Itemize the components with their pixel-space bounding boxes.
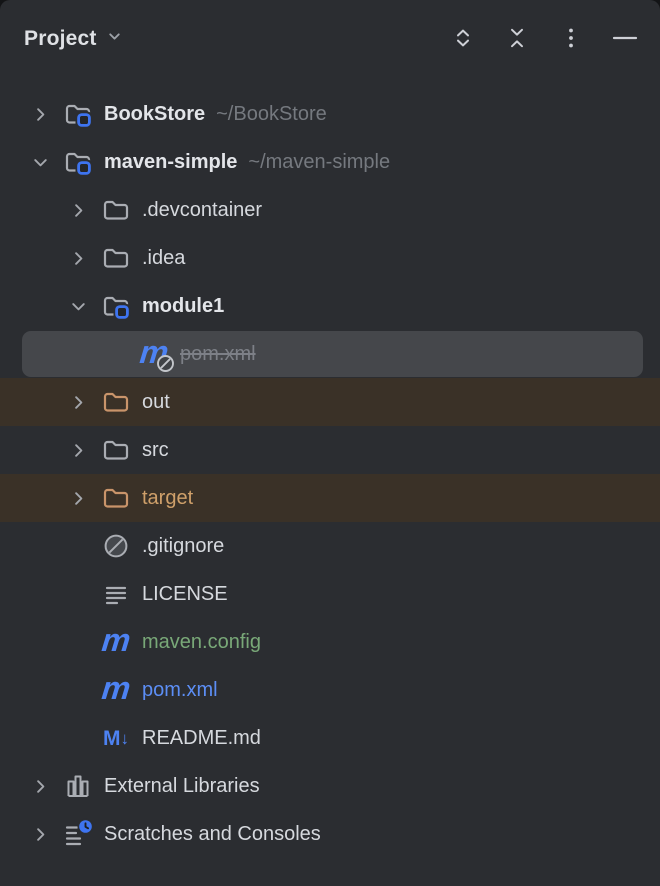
tree-row-content: Scratches and Consoles [0, 810, 660, 858]
tree-item-label: BookStore [104, 102, 206, 125]
ignored-icon [100, 530, 132, 562]
chevron-right-icon[interactable] [66, 198, 90, 222]
hide-button[interactable] [610, 24, 640, 54]
tree-row-content: .gitignore [0, 522, 660, 570]
module-folder-icon [62, 98, 94, 130]
tree-item-label: target [142, 486, 194, 509]
tree-item-path: ~/BookStore [216, 102, 327, 125]
chevron-right-icon[interactable] [66, 486, 90, 510]
expand-all-button[interactable] [448, 24, 478, 54]
tree-item-label: pom.xml [142, 678, 218, 701]
tool-window-header: Project [0, 0, 660, 78]
library-icon [62, 770, 94, 802]
hide-icon [610, 25, 640, 54]
tree-row-content: module1 [0, 282, 660, 330]
chevron-right-icon[interactable] [66, 438, 90, 462]
tree-item-label: LICENSE [142, 582, 228, 605]
tree-row-module1[interactable]: module1 [0, 282, 660, 330]
tree-item-label: README.md [142, 726, 261, 749]
tree-row-content: src [0, 426, 660, 474]
tree-item-label: pom.xml [180, 342, 256, 365]
tree-item-label: Scratches and Consoles [104, 822, 321, 845]
project-tree: BookStore ~/BookStore maven-simple ~/maven… [0, 78, 660, 858]
expand-all-icon [450, 25, 476, 54]
tree-row-src[interactable]: src [0, 426, 660, 474]
tree-row-content: target [0, 474, 660, 522]
folder-excluded-icon [100, 386, 132, 418]
tree-row-idea[interactable]: .idea [0, 234, 660, 282]
chevron-down-icon[interactable] [28, 150, 52, 174]
tree-item-label: maven-simple [104, 150, 238, 173]
tree-row-content: maven-simple ~/maven-simple [0, 138, 660, 186]
selection-highlight [22, 331, 643, 377]
tool-window-title: Project [24, 27, 97, 50]
chevron-down-icon [106, 28, 123, 50]
folder-excluded-icon [100, 482, 132, 514]
tree-row-out[interactable]: out [0, 378, 660, 426]
folder-icon [100, 434, 132, 466]
tree-item-label: module1 [142, 294, 225, 317]
tree-row-gitignore[interactable]: .gitignore [0, 522, 660, 570]
module-folder-icon [100, 290, 132, 322]
collapse-all-icon [504, 25, 530, 54]
tree-item-path: ~/maven-simple [248, 150, 391, 173]
tree-item-label: src [142, 438, 169, 461]
tree-row-content: m maven.config [0, 618, 660, 666]
tree-row-content: LICENSE [0, 570, 660, 618]
text-file-icon [100, 578, 132, 610]
maven-icon: m [99, 670, 133, 706]
chevron-right-icon[interactable] [28, 774, 52, 798]
folder-icon [100, 242, 132, 274]
tree-item-label: External Libraries [104, 774, 260, 797]
maven-ignored-icon: m [138, 334, 174, 372]
chevron-spacer [66, 534, 90, 558]
tree-row-content: M↓ README.md [0, 714, 660, 762]
folder-icon [100, 194, 132, 226]
tree-row-pom-xml[interactable]: m pom.xml [0, 666, 660, 714]
tree-row-content: out [0, 378, 660, 426]
chevron-spacer [66, 630, 90, 654]
tree-item-label: .devcontainer [142, 198, 263, 221]
scratches-icon [62, 818, 94, 850]
tree-row-content: m pom.xml [0, 330, 660, 378]
tree-item-label: .idea [142, 246, 186, 269]
tree-row-content: BookStore ~/BookStore [0, 90, 660, 138]
more-options-button[interactable] [556, 24, 586, 54]
chevron-spacer [66, 678, 90, 702]
chevron-right-icon[interactable] [66, 390, 90, 414]
tree-item-label: out [142, 390, 170, 413]
tree-item-label: .gitignore [142, 534, 225, 557]
maven-icon: m [99, 622, 133, 658]
tree-row-pom-xml[interactable]: m pom.xml [0, 330, 660, 378]
chevron-spacer [66, 582, 90, 606]
collapse-all-button[interactable] [502, 24, 532, 54]
chevron-down-icon[interactable] [66, 294, 90, 318]
chevron-right-icon[interactable] [28, 102, 52, 126]
more-options-icon [558, 25, 584, 54]
tree-row-external-libraries[interactable]: External Libraries [0, 762, 660, 810]
tree-item-label: maven.config [142, 630, 261, 653]
tree-row-maven-config[interactable]: m maven.config [0, 618, 660, 666]
tree-row-content: m pom.xml [0, 666, 660, 714]
chevron-spacer [104, 342, 128, 366]
header-toolbar [448, 24, 640, 54]
tree-row-content: External Libraries [0, 762, 660, 810]
chevron-spacer [66, 726, 90, 750]
tree-row-maven-simple[interactable]: maven-simple ~/maven-simple [0, 138, 660, 186]
tree-row-content: .devcontainer [0, 186, 660, 234]
tree-row-content: .idea [0, 234, 660, 282]
tree-row-scratches-and-consoles[interactable]: Scratches and Consoles [0, 810, 660, 858]
module-folder-icon [62, 146, 94, 178]
tree-row-bookstore[interactable]: BookStore ~/BookStore [0, 90, 660, 138]
tree-row-target[interactable]: target [0, 474, 660, 522]
tree-row-readme-md[interactable]: M↓ README.md [0, 714, 660, 762]
chevron-right-icon[interactable] [28, 822, 52, 846]
project-view-selector[interactable]: Project [24, 27, 123, 51]
chevron-right-icon[interactable] [66, 246, 90, 270]
markdown-icon: M↓ [103, 726, 129, 750]
tree-row-devcontainer[interactable]: .devcontainer [0, 186, 660, 234]
tree-row-license[interactable]: LICENSE [0, 570, 660, 618]
